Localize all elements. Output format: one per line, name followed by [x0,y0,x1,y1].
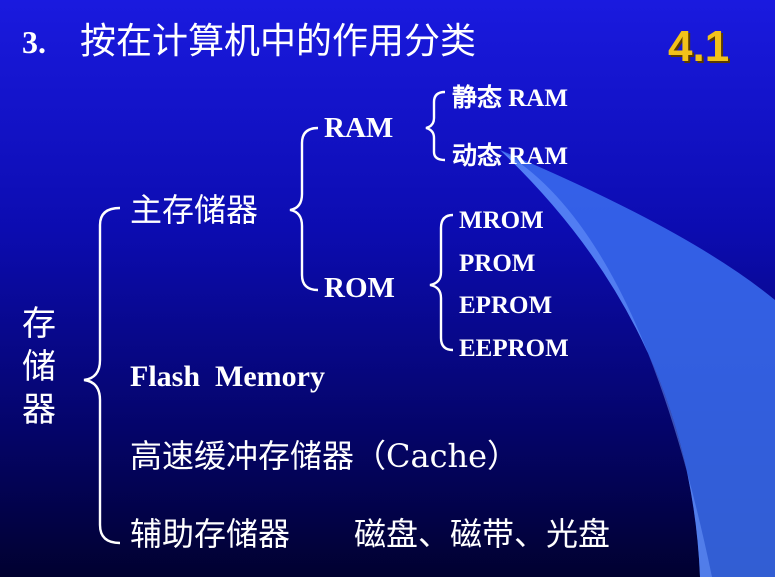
main-memory-brace [289,126,319,292]
main-memory-label: 主存储器 [130,191,259,229]
ram-label: RAM [324,112,394,144]
dynamic-ram-label: 动态 RAM [452,143,568,170]
root-label-char: 器 [22,390,56,430]
static-ram-label: 静态 RAM [452,85,568,112]
rom-label: ROM [324,272,395,304]
root-label-char: 存 [22,304,56,344]
root-brace [83,206,121,545]
rom-brace [429,213,454,352]
eeprom-label: EEPROM [459,335,569,362]
cache-label: 高速缓冲存储器（Cache） [130,437,520,475]
eprom-label: EPROM [459,292,553,319]
auxiliary-examples: 磁盘、磁带、光盘 [354,515,611,553]
prom-label: PROM [459,250,536,277]
title-number: 3. [22,24,46,60]
flash-memory-label: Flash Memory [130,360,325,393]
root-label-char: 储 [22,347,56,387]
ram-brace [425,90,446,162]
section-badge: 4.1 [668,22,730,71]
mrom-label: MROM [459,207,544,234]
auxiliary-memory-label: 辅助存储器 [130,515,291,553]
page-title: 按在计算机中的作用分类 [80,21,477,62]
